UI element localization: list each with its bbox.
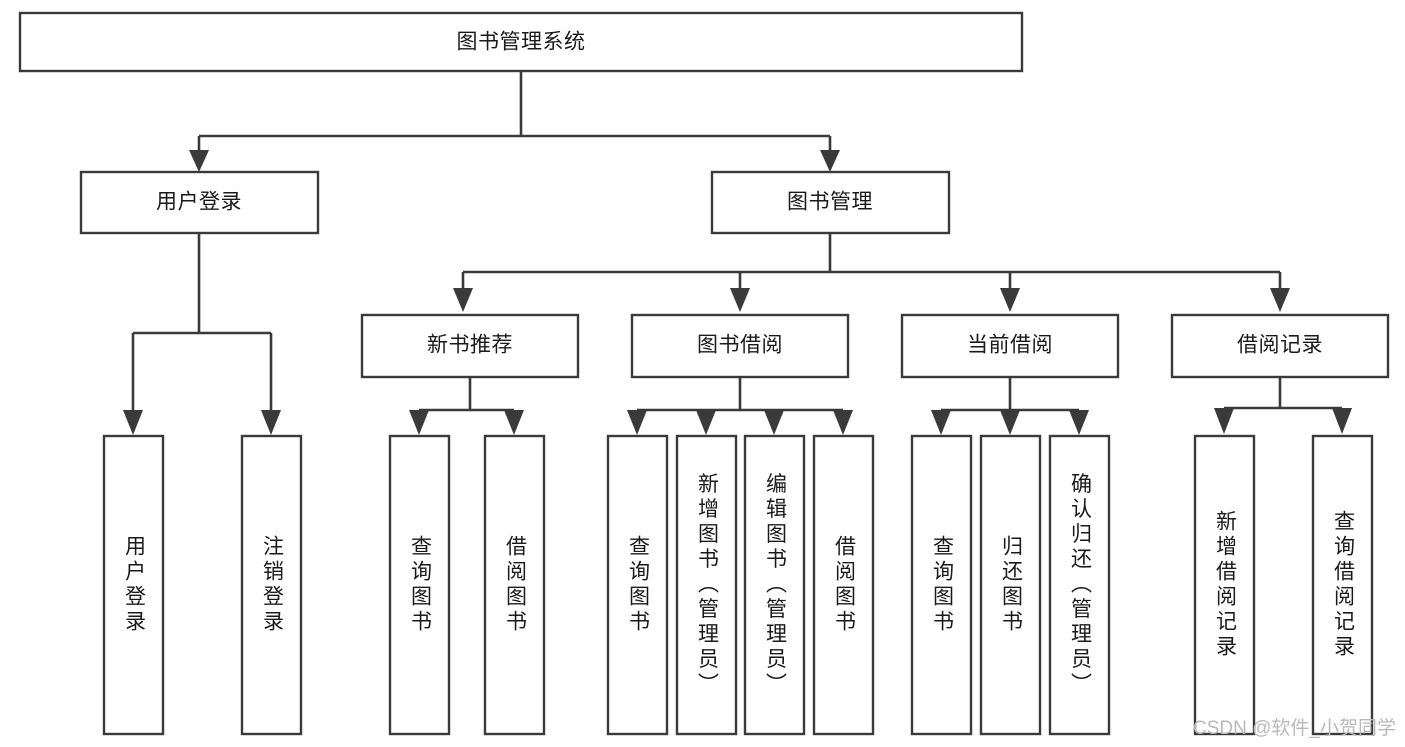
node-leaf-add-record-box[interactable]: [1193, 434, 1256, 736]
arrow-head-book-borrow: [730, 288, 750, 312]
arrow-head-current-borrow: [1000, 288, 1020, 312]
node-leaf-add-record[interactable]: 新增借阅记录: [1193, 434, 1256, 736]
arrow-head-leaf-logout: [261, 410, 281, 435]
arrow-head-leaf-user-login: [123, 410, 143, 435]
node-book-manage-box[interactable]: [710, 170, 951, 235]
node-leaf-query-book-3-box[interactable]: [910, 434, 973, 736]
arrow-head-user-login: [189, 150, 209, 172]
node-leaf-query-book-2-label: 查询图书: [626, 535, 650, 635]
node-leaf-edit-book-label: 编辑图书（管理员）: [763, 473, 787, 698]
node-leaf-user-login-box[interactable]: [102, 434, 165, 736]
node-borrow-record-box[interactable]: [1170, 313, 1390, 379]
node-leaf-add-record-label: 新增借阅记录: [1213, 510, 1237, 660]
node-leaf-query-book-3-label: 查询图书: [930, 535, 954, 635]
node-leaf-query-book-2[interactable]: 查询图书: [606, 434, 669, 736]
node-leaf-borrow-book-2-label: 借阅图书: [832, 535, 856, 635]
node-book-manage-label: 图书管理: [787, 191, 873, 214]
node-leaf-query-book-3[interactable]: 查询图书: [910, 434, 973, 736]
node-leaf-borrow-book-2-box[interactable]: [812, 434, 875, 736]
arrow-head-leaf-borrow-book-2: [833, 410, 853, 435]
node-leaf-confirm-return-label: 确认归还（管理员）: [1068, 473, 1092, 698]
node-book-borrow-box[interactable]: [630, 313, 850, 379]
node-book-manage[interactable]: 图书管理: [710, 170, 951, 235]
node-leaf-confirm-return-box[interactable]: [1048, 434, 1111, 736]
arrow-head-new-book-recommend: [453, 288, 473, 312]
node-leaf-query-book-1-label: 查询图书: [408, 535, 432, 635]
arrow-head-leaf-edit-book: [764, 410, 784, 435]
node-leaf-user-login-label: 用户登录: [122, 535, 146, 635]
node-root[interactable]: 图书管理系统: [18, 11, 1024, 73]
node-leaf-return-book[interactable]: 归还图书: [979, 434, 1042, 736]
node-new-book-recommend-box[interactable]: [360, 313, 580, 379]
arrow-head-leaf-add-record: [1214, 408, 1234, 434]
arrow-head-leaf-query-record: [1332, 408, 1352, 434]
node-new-book-recommend[interactable]: 新书推荐: [360, 313, 580, 379]
node-leaf-return-book-box[interactable]: [979, 434, 1042, 736]
node-leaf-borrow-book-1-label: 借阅图书: [503, 535, 527, 635]
node-leaf-borrow-book-1[interactable]: 借阅图书: [483, 434, 546, 736]
arrow-head-leaf-query-book-2: [627, 410, 647, 435]
node-root-box[interactable]: [18, 11, 1024, 73]
node-book-borrow[interactable]: 图书借阅: [630, 313, 850, 379]
node-leaf-edit-book-box[interactable]: [743, 434, 806, 736]
connector-layer: [123, 71, 1352, 435]
node-current-borrow-box[interactable]: [900, 313, 1120, 379]
arrow-head-leaf-borrow-book-1: [504, 410, 524, 435]
arrow-head-borrow-record: [1270, 288, 1290, 312]
node-leaf-logout-box[interactable]: [240, 434, 303, 736]
csdn-watermark: CSDN @软件_小贺同学: [1193, 717, 1396, 739]
node-leaf-logout-label: 注销登录: [260, 535, 284, 635]
node-leaf-edit-book[interactable]: 编辑图书（管理员）: [743, 434, 806, 736]
node-borrow-record-label: 借阅记录: [1237, 334, 1323, 357]
node-root-label: 图书管理系统: [457, 31, 586, 54]
node-leaf-add-book-box[interactable]: [675, 434, 738, 736]
node-leaf-logout[interactable]: 注销登录: [240, 434, 303, 736]
node-leaf-confirm-return[interactable]: 确认归还（管理员）: [1048, 434, 1111, 736]
node-leaf-query-book-1-box[interactable]: [388, 434, 451, 736]
node-leaf-query-book-1[interactable]: 查询图书: [388, 434, 451, 736]
node-leaf-query-record-box[interactable]: [1311, 434, 1374, 736]
node-leaf-borrow-book-2[interactable]: 借阅图书: [812, 434, 875, 736]
node-current-borrow-label: 当前借阅: [967, 334, 1053, 357]
node-leaf-query-record-label: 查询借阅记录: [1331, 510, 1355, 660]
node-leaf-user-login[interactable]: 用户登录: [102, 434, 165, 736]
node-book-borrow-label: 图书借阅: [697, 334, 783, 357]
arrow-head-leaf-query-book-3: [931, 410, 951, 435]
node-leaf-borrow-book-1-box[interactable]: [483, 434, 546, 736]
node-current-borrow[interactable]: 当前借阅: [900, 313, 1120, 379]
node-user-login-box[interactable]: [79, 170, 320, 235]
node-leaf-query-record[interactable]: 查询借阅记录: [1311, 434, 1374, 736]
node-new-book-recommend-label: 新书推荐: [427, 334, 513, 357]
node-leaf-query-book-2-box[interactable]: [606, 434, 669, 736]
arrow-head-book-manage: [820, 150, 840, 172]
node-user-login-label: 用户登录: [156, 191, 242, 214]
arrow-head-leaf-return-book: [1000, 410, 1020, 435]
node-leaf-add-book[interactable]: 新增图书（管理员）: [675, 434, 738, 736]
arrow-head-leaf-confirm-return: [1069, 410, 1089, 435]
node-leaf-add-book-label: 新增图书（管理员）: [695, 473, 719, 698]
arrow-head-leaf-query-book-1: [409, 410, 429, 435]
node-leaf-return-book-label: 归还图书: [999, 535, 1023, 635]
node-user-login[interactable]: 用户登录: [79, 170, 320, 235]
arrow-head-leaf-add-book: [696, 410, 716, 435]
node-borrow-record[interactable]: 借阅记录: [1170, 313, 1390, 379]
